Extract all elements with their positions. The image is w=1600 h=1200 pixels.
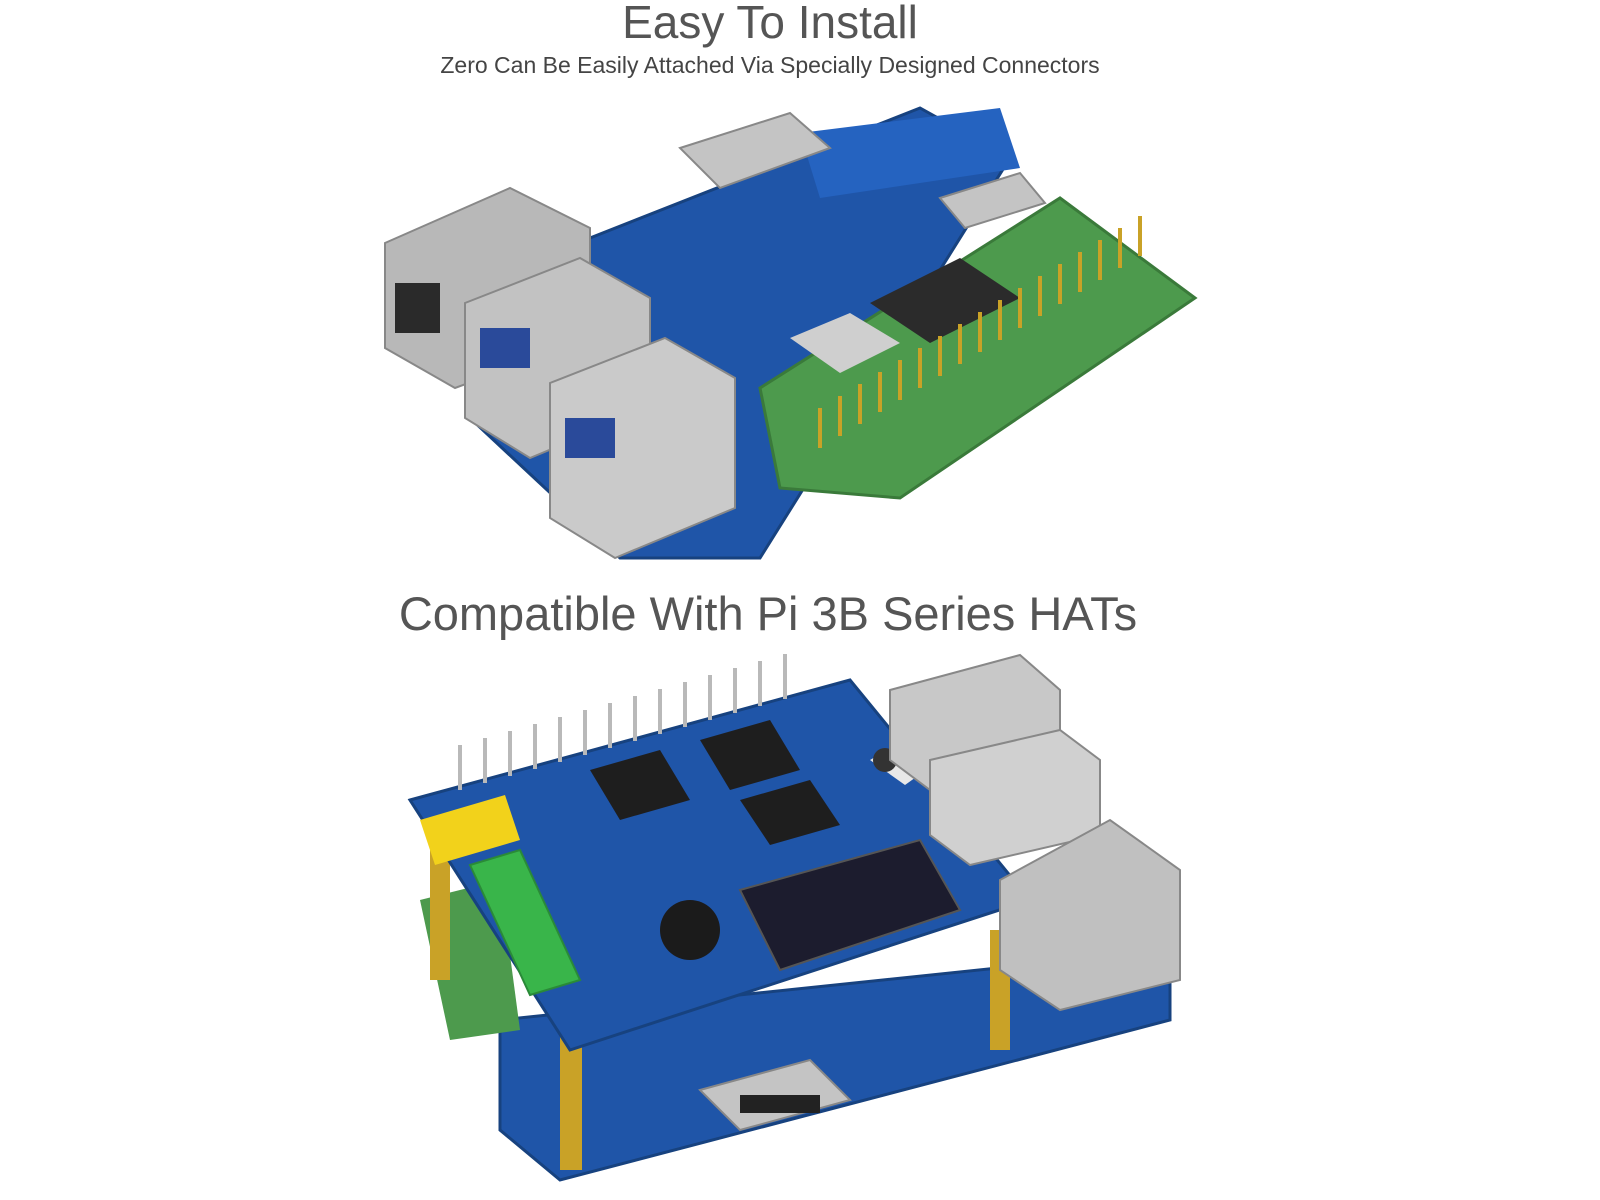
hdmi-port: [678, 111, 832, 190]
pi-zero-board: [758, 196, 1198, 500]
oled-display: [738, 838, 962, 972]
yellow-pin-header: [420, 795, 520, 865]
ic-chip-1: [590, 750, 690, 820]
shield-can: [790, 313, 900, 373]
buzzer: [660, 900, 720, 960]
usb-socket-2: [565, 418, 615, 458]
hdmi-socket: [740, 1095, 820, 1113]
usb-socket-1: [480, 328, 530, 368]
ethernet-socket: [395, 283, 440, 333]
ic-chip-3: [740, 780, 840, 845]
product-photo-adapter-zero: [384, 106, 1198, 560]
ic-chip-2: [700, 720, 800, 790]
section-title-easy-install: Easy To Install: [622, 0, 918, 48]
usb-port-2: [549, 336, 736, 560]
section-subtitle: Zero Can Be Easily Attached Via Speciall…: [440, 52, 1100, 78]
standoff-1: [430, 830, 450, 980]
gpio-pin-row: [818, 216, 1142, 448]
adapter-board-top: [800, 108, 1020, 198]
terminal-block: [468, 848, 582, 997]
mini-hdmi-port: [938, 171, 1047, 230]
soc-chip: [870, 258, 1020, 343]
product-photo-hat-stack: [407, 653, 1181, 1182]
ethernet-port-right: [999, 818, 1181, 1012]
standoff-2: [560, 1020, 582, 1170]
hat-gpio-pins: [458, 654, 787, 790]
section-title-compatible-hats: Compatible With Pi 3B Series HATs: [398, 587, 1138, 640]
